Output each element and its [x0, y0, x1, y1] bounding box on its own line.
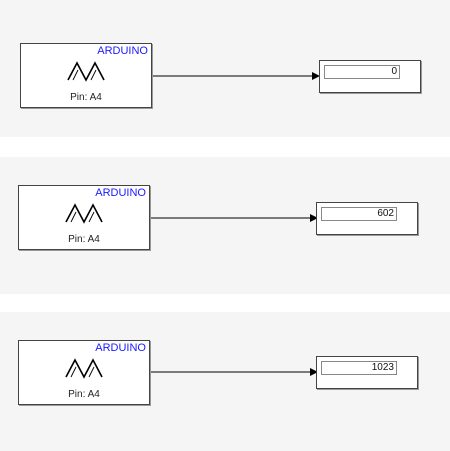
- arduino-analog-input-block[interactable]: ARDUINO Pin: A4: [20, 43, 152, 108]
- display-readout: 0: [324, 65, 400, 79]
- arrow-head-icon: [310, 214, 318, 222]
- block-brand-label: ARDUINO: [97, 45, 148, 57]
- block-pin-label: Pin: A4: [70, 92, 102, 103]
- block-pin-label: Pin: A4: [68, 234, 100, 245]
- display-readout: 1023: [321, 361, 397, 375]
- arduino-analog-input-block[interactable]: ARDUINO Pin: A4: [18, 185, 150, 250]
- display-block[interactable]: 0: [319, 60, 421, 93]
- block-brand-label: ARDUINO: [95, 342, 146, 354]
- display-block[interactable]: 1023: [316, 356, 418, 389]
- arrow-head-icon: [312, 72, 320, 80]
- analog-wave-icon: [65, 203, 103, 224]
- arrow-head-icon: [310, 368, 318, 376]
- display-block[interactable]: 602: [316, 202, 418, 235]
- analog-wave-icon: [67, 61, 105, 82]
- block-pin-label: Pin: A4: [68, 389, 100, 400]
- arduino-analog-input-block[interactable]: ARDUINO Pin: A4: [18, 340, 150, 405]
- block-brand-label: ARDUINO: [95, 187, 146, 199]
- display-readout: 602: [321, 207, 397, 221]
- analog-wave-icon: [65, 358, 103, 379]
